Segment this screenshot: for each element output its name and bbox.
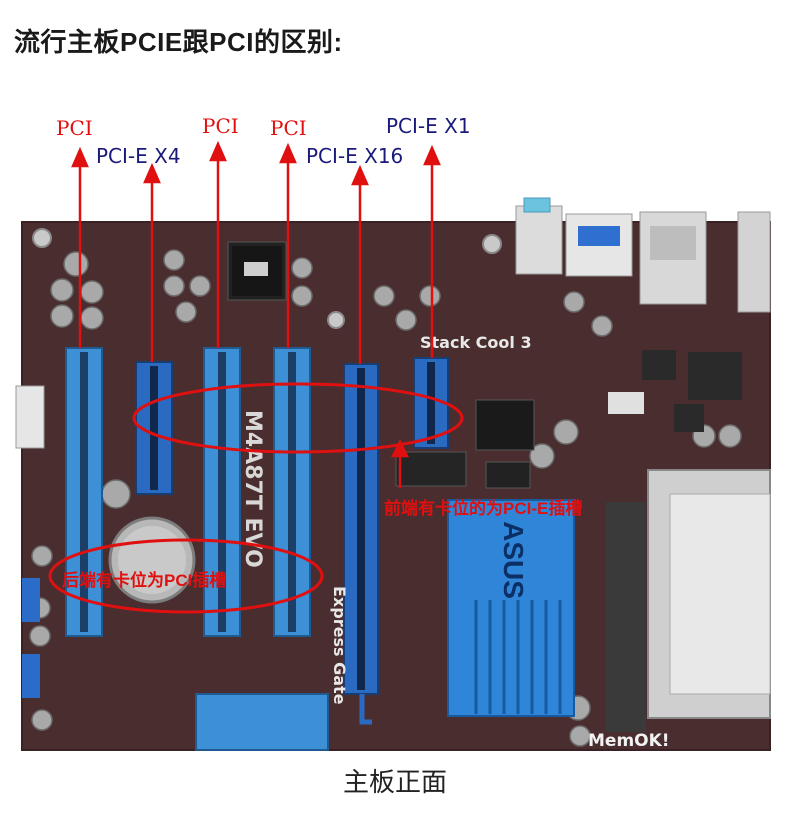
label-pcie-x16: PCI-E X16 [306,144,404,168]
pci-notch-ellipse [48,538,324,614]
stack-cool-label: Stack Cool 3 [420,333,532,352]
mounting-hole [327,311,345,329]
label-pcie-x4: PCI-E X4 [96,144,181,168]
pcie-notch-ellipse [132,382,464,454]
pci-note: 后端有卡位为PCI插槽 [62,571,227,590]
io-port [737,211,771,313]
mounting-hole [32,228,52,248]
label-pci-2: PCI [202,114,239,138]
header-connector [15,385,45,449]
usb-header [22,654,40,698]
memok-label: MemOK! [588,731,670,751]
pcie-note: 前端有卡位的为PCI-E插槽 [384,499,583,518]
model-label: M4A87T EVO [240,410,265,568]
chipset-heatsink: ASUS [447,499,575,717]
label-pcie-x1: PCI-E X1 [386,114,471,138]
chipset [475,399,535,451]
page-title: 流行主板PCIE跟PCI的区别: [14,27,343,57]
svg-text:ASUS: ASUS [498,521,529,599]
label-pci-3: PCI [270,116,307,140]
mounting-hole [482,234,502,254]
bottom-connector [195,693,329,751]
slot-arrows [71,140,441,488]
label-pci-1: PCI [56,116,93,140]
express-gate-label: Express Gate [330,586,349,705]
image-caption: 主板正面 [342,767,447,797]
audio-port [515,205,563,275]
usb-header [22,578,40,622]
